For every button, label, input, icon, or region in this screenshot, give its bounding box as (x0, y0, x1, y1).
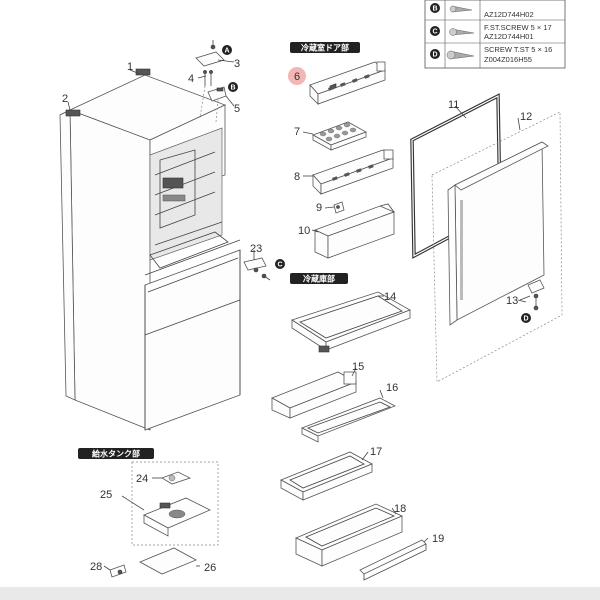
part-23-bracket (243, 257, 271, 281)
section-tag-door-pocket: 冷蔵室ドア部 (290, 42, 360, 53)
svg-text:B: B (230, 85, 235, 92)
shelf-16 (301, 397, 396, 443)
callout-d (521, 313, 531, 323)
glass-shelf-14 (291, 291, 411, 353)
shelf-15 (271, 371, 357, 419)
part-number-18: 18 (394, 503, 406, 515)
svg-text:C: C (277, 262, 282, 269)
callout-b-legend (430, 3, 440, 13)
svg-text:給水タンク部: 給水タンク部 (92, 449, 140, 459)
screw-legend: B AZ12D744H02 C F.ST.SCREW 5 × 17 AZ12D7… (424, 0, 566, 69)
screw-icon (446, 50, 475, 60)
part-number-5: 5 (234, 103, 240, 115)
svg-text:冷蔵室ドア部: 冷蔵室ドア部 (301, 43, 349, 53)
part-number-25: 25 (100, 489, 112, 501)
footer-bar (0, 587, 600, 600)
part-number-12: 12 (520, 111, 532, 123)
callout-d-legend (430, 49, 440, 59)
screw-icon (449, 28, 475, 36)
egg-holder (312, 121, 367, 151)
screw-icon (449, 5, 473, 13)
svg-text:D: D (432, 52, 437, 59)
refrigerator-door (431, 111, 563, 383)
section-tag-fridge: 冷蔵庫部 (290, 273, 348, 284)
svg-text:AZ12D744H01: AZ12D744H01 (484, 32, 534, 41)
part-number-10: 10 (298, 225, 310, 237)
part-number-6: 6 (294, 71, 300, 83)
callout-c (275, 259, 285, 269)
part-number-14: 14 (384, 291, 396, 303)
part-number-16: 16 (386, 382, 398, 394)
svg-text:冷蔵庫部: 冷蔵庫部 (303, 274, 335, 284)
section-tag-water-tank: 給水タンク部 (78, 448, 154, 459)
highlight-marker (288, 67, 306, 85)
part-number-1: 1 (127, 61, 133, 73)
part-number-17: 17 (370, 446, 382, 458)
svg-text:F.ST.SCREW 5 × 17: F.ST.SCREW 5 × 17 (484, 23, 552, 32)
svg-text:SCREW T.ST 5 × 16: SCREW T.ST 5 × 16 (484, 45, 552, 54)
door-pocket (312, 149, 394, 195)
part-number-13: 13 (506, 295, 518, 307)
callout-a (222, 45, 232, 55)
part-number-19: 19 (432, 533, 444, 545)
svg-text:Z004Z016H55: Z004Z016H55 (484, 55, 532, 64)
bottle-pocket (313, 203, 396, 259)
fridge-cabinet (59, 68, 241, 431)
part-number-24: 24 (136, 473, 148, 485)
callout-b (228, 82, 238, 92)
part-number-3: 3 (234, 58, 240, 70)
drawer-rail (359, 539, 427, 581)
part-number-26: 26 (204, 562, 216, 574)
part-number-8: 8 (294, 171, 300, 183)
leader-lines (67, 59, 527, 571)
door-pocket-highlighted (288, 61, 386, 105)
part-number-2: 2 (62, 93, 68, 105)
small-clip (333, 201, 345, 214)
part-number-15: 15 (352, 361, 364, 373)
bottom-hinge (519, 279, 545, 311)
part-number-9: 9 (316, 202, 322, 214)
vegetable-drawer (295, 503, 403, 567)
svg-text:D: D (523, 316, 528, 323)
part-number-28: 28 (90, 561, 102, 573)
callout-c-legend (430, 26, 440, 36)
svg-text:C: C (432, 29, 437, 36)
part-numbers: 1 2 3 4 5 6 7 8 9 10 11 12 13 14 15 16 1… (62, 58, 532, 574)
part-number-7: 7 (294, 126, 300, 138)
top-hinge-assembly (195, 40, 227, 123)
part-number-11: 11 (448, 99, 459, 111)
water-tank-assembly (109, 461, 219, 578)
part-number-23: 23 (250, 243, 262, 255)
part-number-4: 4 (188, 73, 194, 85)
shelf-17 (280, 451, 373, 501)
svg-text:B: B (432, 6, 437, 13)
svg-text:A: A (224, 48, 229, 55)
svg-text:AZ12D744H02: AZ12D744H02 (484, 10, 534, 19)
